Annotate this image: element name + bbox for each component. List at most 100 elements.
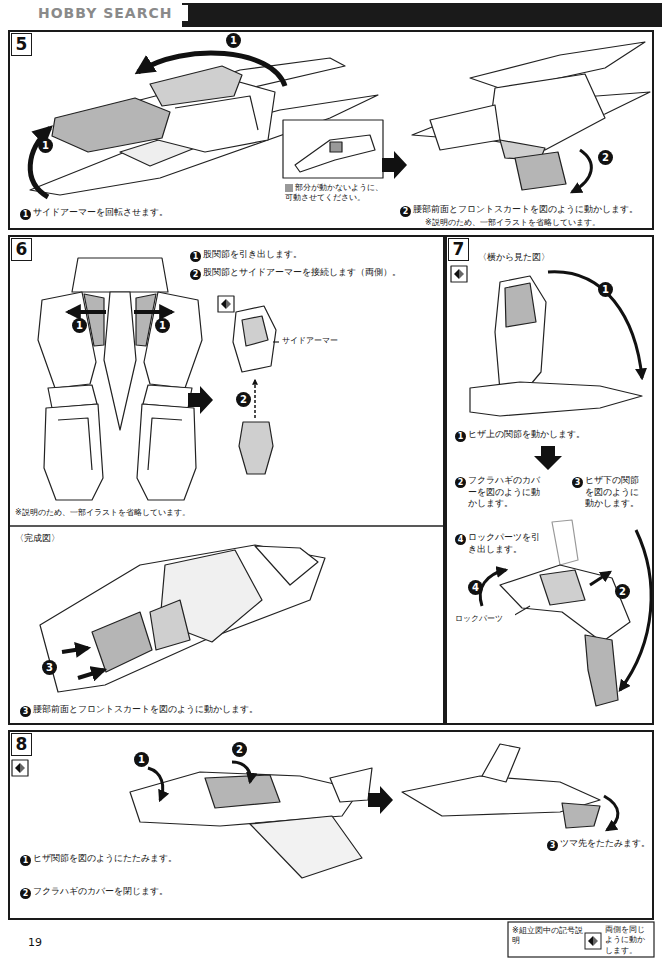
step6-legs-figure-part <box>273 341 279 342</box>
step-callout-number: 3 <box>547 840 558 851</box>
instruction-text: ツマ先をたたみます。 <box>560 838 652 850</box>
legend-text: 部分が動かないように、可動させてください。 <box>285 183 383 202</box>
step7-figure-part <box>548 272 642 378</box>
legend-item: 両側を同じように動かします。 <box>584 925 652 956</box>
step-number: 5 <box>11 33 32 56</box>
instruction-text: フクラハギのカバーを図のように動かします。 <box>468 475 548 510</box>
header-bar <box>182 3 662 27</box>
note-text: ※説明のため、一部イラストを省略しています。 <box>425 218 650 228</box>
step-callout-number: 2 <box>400 206 411 217</box>
step7-figure-part <box>459 269 464 279</box>
step6-legs-figure-part <box>137 404 196 500</box>
callout-number: 2 <box>598 150 613 165</box>
step7-figure-part <box>495 276 546 396</box>
step6-complete-figure <box>40 545 325 692</box>
step5-left-figure-part <box>330 142 342 152</box>
step6-legs-figure-part <box>226 299 231 309</box>
step-number: 8 <box>11 733 32 756</box>
step6-legs-figure-part <box>8 525 445 527</box>
step8-figure-part <box>250 816 362 878</box>
legend-swatch <box>285 184 293 192</box>
step8-figure-part <box>148 768 163 800</box>
instruction-text: 〈完成図〉 <box>15 533 115 545</box>
both-sides-icon-part <box>588 936 593 946</box>
step5-right-figure-part <box>430 105 500 150</box>
step6-complete-figure-part <box>92 612 152 672</box>
instruction-text: 〈横から見た図〉 <box>478 252 598 264</box>
callout-number: 1 <box>72 318 87 333</box>
step8-figure-part <box>368 786 393 814</box>
step-callout-number: 3 <box>20 706 31 717</box>
symbol-key-box <box>508 922 654 957</box>
instruction-text: 股関節を引き出します。 <box>203 249 438 261</box>
callout-number: 1 <box>38 138 53 153</box>
both-sides-icon-part <box>593 936 598 946</box>
step5-left-figure-part <box>283 120 383 178</box>
step5-right-figure-part <box>515 152 566 190</box>
both-sides-icon-frame <box>585 933 601 949</box>
header-bar-part <box>182 3 662 27</box>
callout-number: 1 <box>598 282 613 297</box>
step6-legs-figure-part <box>136 294 156 346</box>
step6-legs-figure-part <box>218 296 234 312</box>
instruction-text: 股関節とサイドアーマーを接続します（両側）。 <box>203 267 438 279</box>
step7-figure-part <box>552 520 578 565</box>
step5-left-figure-part <box>150 66 242 106</box>
step8-figure-part <box>15 763 20 773</box>
callout-number: 4 <box>468 580 483 595</box>
step7-figure-part <box>454 269 459 279</box>
instruction-text: 腰部前面とフロントスカートを図のように動かします。 <box>413 204 651 216</box>
step5-right-figure-part <box>572 150 591 192</box>
step6-legs-figure-part <box>239 422 273 474</box>
step-callout-number: 2 <box>20 888 31 899</box>
step7-figure <box>451 266 651 706</box>
page-number: 19 <box>28 936 68 949</box>
callout-number: 1 <box>155 318 170 333</box>
instruction-text: フクラハギのカバーを閉じます。 <box>33 886 253 898</box>
step7-figure-part <box>451 266 467 282</box>
legend-text: 両側を同じように動かします。 <box>605 925 652 956</box>
instruction-text: 腰部前面とフロントスカートを図のように動かします。 <box>33 704 333 716</box>
step-callout-number: 2 <box>455 477 466 488</box>
step8-figure-part <box>12 760 28 776</box>
step5-right-figure-part <box>382 151 407 179</box>
callout-number: 1 <box>134 752 149 767</box>
instruction-text: ヒザ関節を図のようにたたみます。 <box>33 853 253 865</box>
step7-figure-part <box>590 572 610 585</box>
step8-figure <box>12 744 618 878</box>
step5-left-figure-part <box>138 53 285 86</box>
step-callout-number: 3 <box>572 477 583 488</box>
step5-right-figure-part <box>488 74 605 150</box>
step-callout-number: 1 <box>190 251 201 262</box>
step6-legs-figure-part <box>242 316 268 346</box>
step6-legs-figure-part <box>188 386 213 414</box>
step6-legs-figure-part <box>134 310 172 314</box>
callout-number: 3 <box>42 660 57 675</box>
both-sides-icon <box>584 932 602 950</box>
step8-figure-part <box>205 775 280 808</box>
step-number: 7 <box>448 238 469 261</box>
step-callout-number: 1 <box>20 855 31 866</box>
callout-number: 1 <box>226 33 241 48</box>
symbol-key-box-part <box>508 922 654 957</box>
step7-figure-part <box>470 382 642 416</box>
step6-legs-figure-part <box>68 310 106 314</box>
step7-figure-part <box>540 570 585 605</box>
note-text: ロックパーツ <box>455 614 515 624</box>
step6-legs-figure-part <box>58 418 92 470</box>
step7-figure-part <box>505 283 536 327</box>
step7-figure-part <box>534 446 562 470</box>
step6-legs-figure-part <box>84 294 104 346</box>
step-number: 6 <box>11 238 32 261</box>
step-callout-number: 1 <box>20 209 31 220</box>
step6-legs-figure-part <box>148 418 182 470</box>
step6-complete-figure-part <box>78 670 104 678</box>
step7-figure-part <box>480 570 506 606</box>
step6-legs-figure <box>8 258 445 526</box>
step6-complete-figure-part <box>150 600 190 650</box>
watermark: HOBBY SEARCH <box>38 5 188 21</box>
step-callout-number: 1 <box>455 431 466 442</box>
step8-figure-part <box>232 762 250 782</box>
